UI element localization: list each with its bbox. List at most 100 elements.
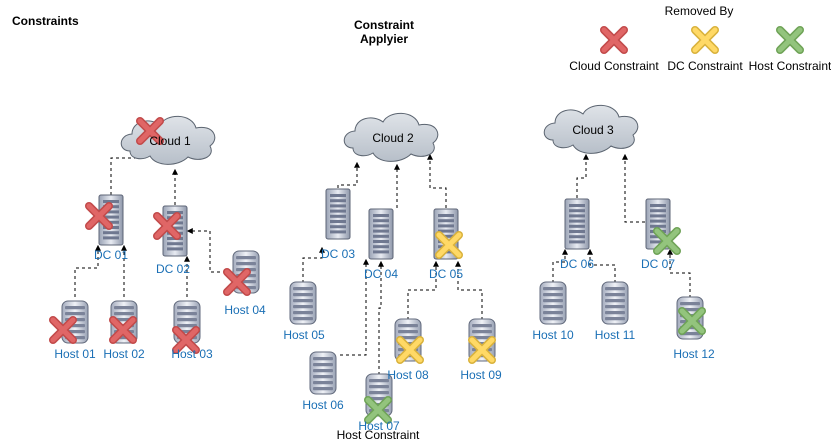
legend-title: Removed By xyxy=(665,4,734,18)
removed-x-icon xyxy=(153,212,181,240)
server-slot xyxy=(650,209,666,213)
server-slot xyxy=(569,224,585,228)
applier-title-line1: Constraint xyxy=(354,18,414,32)
host-slot xyxy=(543,293,563,297)
host-slot xyxy=(543,311,563,315)
removed-x-icon xyxy=(109,316,137,344)
server-slot xyxy=(330,199,346,203)
connection-edge xyxy=(74,244,101,297)
server-slot xyxy=(330,225,346,229)
server-slot xyxy=(569,204,585,207)
server-slot xyxy=(569,235,585,239)
server-slot xyxy=(167,226,183,230)
removed-x-icon xyxy=(172,326,200,354)
host-label: Host 01 xyxy=(54,347,96,361)
host-slot xyxy=(605,293,625,297)
host-slot xyxy=(369,391,389,395)
host-slot xyxy=(398,330,418,334)
server-slot xyxy=(569,214,585,218)
applier-title-line2: Applyier xyxy=(360,32,408,46)
host-slot xyxy=(177,318,197,322)
legend-x-icon xyxy=(600,26,628,54)
removed-x-icon xyxy=(85,202,113,230)
server-slot xyxy=(330,230,346,234)
connection-edge xyxy=(337,161,360,188)
host-label: Host 08 xyxy=(387,368,429,382)
datacenter-node-dc04 xyxy=(368,208,394,260)
cloud-node-cloud2 xyxy=(343,112,439,162)
host-slot xyxy=(369,379,389,383)
host-label: Host 05 xyxy=(283,328,325,342)
connection-edge xyxy=(340,258,369,356)
datacenter-label: DC 06 xyxy=(560,257,594,271)
connection-edge xyxy=(302,246,325,283)
server-slot xyxy=(373,229,389,233)
server-slot xyxy=(103,215,119,219)
host-slot xyxy=(605,299,625,303)
removed-x-icon xyxy=(435,231,463,259)
datacenter-label: DC 05 xyxy=(429,267,463,281)
server-slot xyxy=(650,214,666,218)
host-slot xyxy=(236,262,256,266)
host-slot xyxy=(293,299,313,303)
nodes xyxy=(61,104,704,417)
datacenter-label: DC 07 xyxy=(641,257,675,271)
host-label: Host 04 xyxy=(224,303,266,317)
host-label: Host 02 xyxy=(103,347,145,361)
host-slot xyxy=(313,357,333,361)
server-slot xyxy=(650,204,666,207)
server-slot xyxy=(438,224,454,228)
host-slot xyxy=(313,363,333,367)
cloud-label: Cloud 2 xyxy=(372,131,414,145)
host-label: Host 09 xyxy=(460,368,502,382)
removed-x-icon xyxy=(136,117,164,145)
legend-x-icon xyxy=(691,26,719,54)
server-slot xyxy=(569,219,585,223)
removed-x-icon xyxy=(49,316,77,344)
server-slot xyxy=(167,247,183,251)
host-label: Host 03 xyxy=(171,347,213,361)
host-label: Host 11 xyxy=(595,328,636,342)
connection-edge xyxy=(186,228,232,273)
connection-edge xyxy=(587,248,616,283)
server-slot xyxy=(438,229,454,233)
server-slot xyxy=(438,234,454,238)
connection-edge xyxy=(378,260,384,375)
server-slot xyxy=(103,220,119,224)
connection-edge xyxy=(427,153,447,208)
server-slot xyxy=(330,214,346,218)
host-label: Host 07 xyxy=(358,419,400,433)
host-slot xyxy=(313,387,333,391)
server-slot xyxy=(373,234,389,238)
host-slot xyxy=(177,324,197,328)
legend-item-label: Host Constraint xyxy=(749,59,831,73)
server-slot xyxy=(167,211,183,214)
server-slot xyxy=(438,219,454,223)
datacenter-label: DC 02 xyxy=(156,262,190,276)
host-slot xyxy=(680,302,700,306)
host-node-h05 xyxy=(289,281,317,325)
host-slot xyxy=(313,375,333,379)
host-slot xyxy=(543,305,563,309)
host-slot xyxy=(114,312,134,316)
cloud-node-cloud3 xyxy=(543,104,639,154)
server-slot xyxy=(650,219,666,223)
host-constraint-annotation: Host Constraint xyxy=(337,428,420,441)
host-node-h10 xyxy=(539,281,567,325)
host-slot xyxy=(543,299,563,303)
server-slot xyxy=(373,240,389,243)
cloud-label: Cloud 1 xyxy=(149,134,191,148)
host-slot xyxy=(472,324,492,328)
server-slot xyxy=(569,209,585,213)
removed-x-icon xyxy=(468,336,496,364)
host-slot xyxy=(472,336,492,340)
server-slot xyxy=(373,245,389,249)
host-node-h11 xyxy=(601,281,629,325)
server-slot xyxy=(373,250,389,254)
host-slot xyxy=(293,305,313,309)
removed-x-icon xyxy=(678,307,706,335)
